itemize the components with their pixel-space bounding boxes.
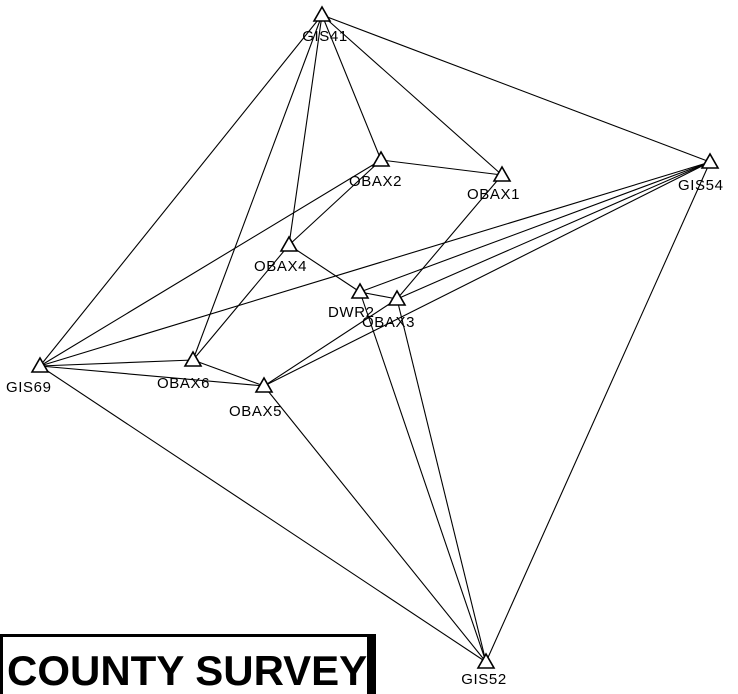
station-obax5-triangle-icon (254, 376, 274, 393)
connection-obax3-obax5 (263, 298, 398, 387)
connection-gis54-gis69 (39, 161, 711, 367)
connection-obax3-gis52 (396, 298, 487, 663)
station-gis54-label: GIS54 (678, 177, 724, 194)
station-gis52-label: GIS52 (461, 671, 507, 688)
connection-dwr2-gis52 (359, 291, 487, 663)
title-block-text: COUNTY SURVEYOR (7, 647, 368, 694)
connection-gis41-obax2 (321, 14, 382, 161)
connection-obax4-dwr2 (288, 244, 361, 293)
station-gis69-triangle-icon (30, 356, 50, 373)
station-obax4-label: OBAX4 (254, 258, 307, 275)
connection-gis41-obax4 (288, 14, 323, 246)
station-gis52-triangle-icon (476, 652, 496, 669)
title-block: COUNTY SURVEYOR (0, 634, 376, 694)
connection-obax4-obax6 (192, 244, 290, 361)
station-obax2-triangle-icon (371, 150, 391, 167)
station-obax3-label: OBAX3 (362, 314, 415, 331)
station-obax4-triangle-icon (279, 235, 299, 252)
station-obax2-label: OBAX2 (349, 173, 402, 190)
connection-gis69-obax5 (39, 365, 265, 387)
connection-gis54-obax5 (263, 161, 711, 387)
connection-obax6-obax5 (192, 359, 265, 387)
connection-obax2-gis69 (39, 159, 382, 367)
station-dwr2-triangle-icon (350, 282, 370, 299)
connection-gis41-gis69 (39, 14, 323, 367)
connection-obax5-gis52 (263, 385, 487, 663)
connection-dwr2-obax3 (359, 291, 398, 300)
station-obax6-label: OBAX6 (157, 375, 210, 392)
station-gis54-triangle-icon (700, 152, 720, 169)
connection-obax1-obax3 (396, 174, 503, 300)
connection-gis41-obax1 (321, 14, 503, 176)
station-obax1-label: OBAX1 (467, 186, 520, 203)
connection-gis54-obax3 (396, 161, 711, 300)
connection-obax2-obax4 (288, 159, 382, 246)
station-gis69-label: GIS69 (6, 379, 52, 396)
connection-gis54-gis52 (485, 161, 711, 663)
station-obax6-triangle-icon (183, 350, 203, 367)
connection-gis54-dwr2 (359, 161, 711, 293)
station-obax5-label: OBAX5 (229, 403, 282, 420)
connection-obax2-obax1 (380, 159, 503, 176)
connection-gis69-obax6 (39, 359, 194, 367)
station-obax1-triangle-icon (492, 165, 512, 182)
station-gis41-triangle-icon (312, 5, 332, 22)
network-connections (39, 14, 711, 663)
connection-gis41-gis54 (321, 14, 711, 163)
station-gis41-label: GIS41 (302, 28, 348, 45)
station-dwr2-label: DWR2 (328, 304, 375, 321)
connection-gis69-gis52 (39, 365, 487, 663)
station-obax3-triangle-icon (387, 289, 407, 306)
connection-gis41-obax6 (192, 14, 323, 361)
